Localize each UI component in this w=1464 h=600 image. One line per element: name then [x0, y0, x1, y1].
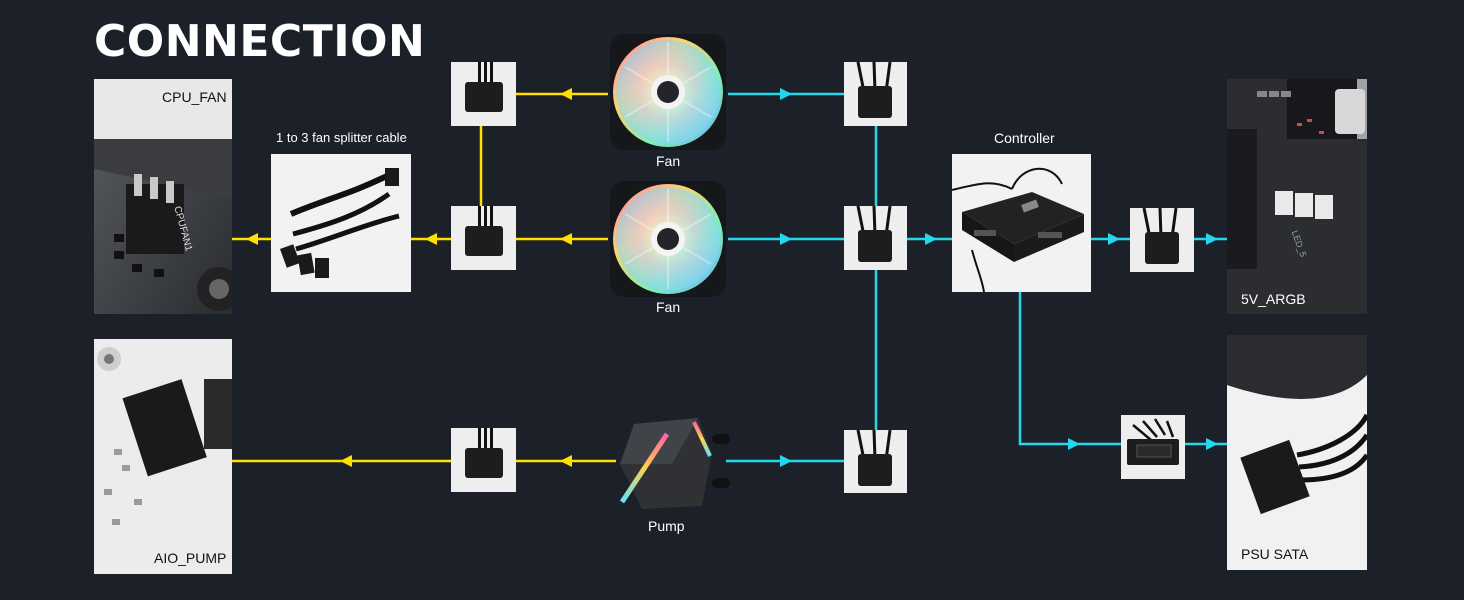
fan-image-top	[608, 32, 728, 152]
yellow-arrow	[425, 233, 437, 245]
argb-label: 5V_ARGB	[1241, 291, 1306, 307]
fan-top-label: Fan	[656, 153, 681, 169]
cpu-fan-label: CPU_FAN	[162, 89, 227, 105]
yellow-arrow	[246, 233, 258, 245]
aio-pump-header-image: AIO_PUMP	[94, 339, 232, 574]
pump-connector-image	[451, 428, 516, 492]
controller-image	[952, 154, 1091, 292]
argb-connector-image-2	[844, 206, 907, 270]
cyan-arrow	[1108, 233, 1120, 245]
psu-sata-label: PSU SATA	[1241, 546, 1309, 562]
aio-pump-label: AIO_PUMP	[154, 550, 227, 566]
splitter-cable-image	[271, 154, 411, 292]
sata-connector-image	[1121, 415, 1185, 479]
cyan-arrow	[1206, 438, 1218, 450]
fan-image-middle	[608, 179, 728, 299]
cpu-fan-header-image: CPUFAN1 CPU_FAN	[94, 79, 232, 314]
cyan-arrow	[925, 233, 937, 245]
cyan-arrow	[780, 455, 792, 467]
yellow-arrow	[560, 88, 572, 100]
cyan-arrow	[1206, 233, 1218, 245]
argb-connector-image-3	[844, 430, 907, 493]
page-title: CONNECTION	[94, 16, 426, 67]
yellow-arrow	[340, 455, 352, 467]
cyan-arrow	[780, 88, 792, 100]
argb-header-image: LED_5 5V_ARGB	[1227, 79, 1367, 314]
fan-connector-image-2	[451, 206, 516, 270]
splitter-label: 1 to 3 fan splitter cable	[276, 130, 407, 145]
pump-label: Pump	[648, 518, 685, 534]
argb-output-connector-image	[1130, 208, 1194, 272]
yellow-arrow	[560, 455, 572, 467]
argb-connector-image-1	[844, 62, 907, 126]
cyan-arrow	[780, 233, 792, 245]
fan-connector-image-1	[451, 62, 516, 126]
fan-middle-label: Fan	[656, 299, 681, 315]
pump-image	[612, 414, 730, 512]
cyan-arrow	[1068, 438, 1080, 450]
yellow-arrow	[560, 233, 572, 245]
cyan-line-controller-to-sata	[1018, 292, 1121, 446]
controller-label: Controller	[994, 130, 1055, 146]
psu-sata-image: PSU SATA	[1227, 335, 1367, 570]
